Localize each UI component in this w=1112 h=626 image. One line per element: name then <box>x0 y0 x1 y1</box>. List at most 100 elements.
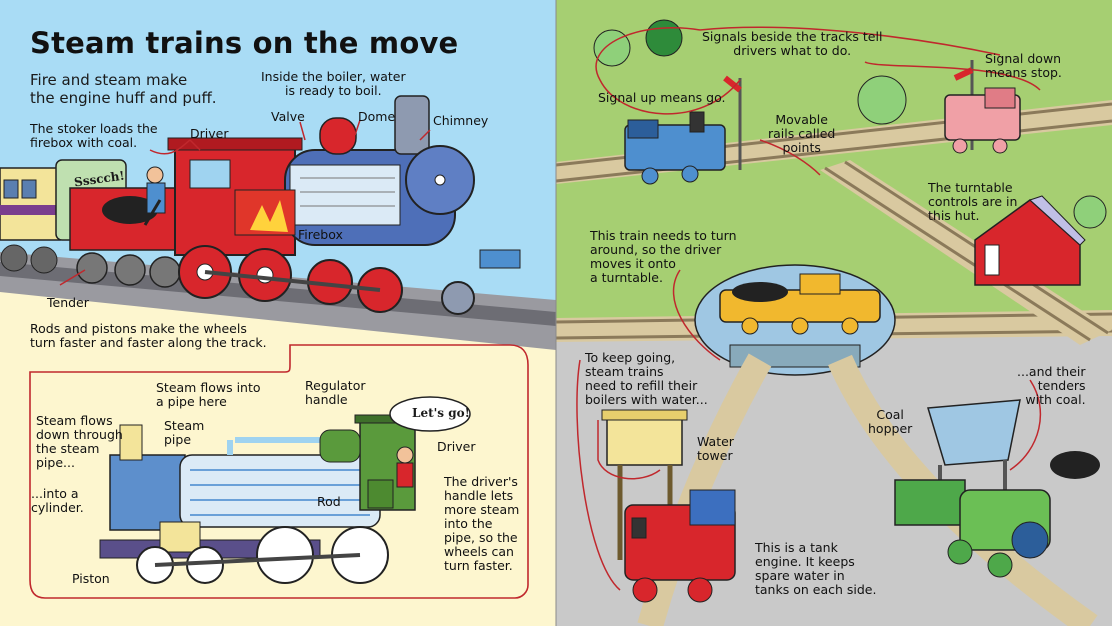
intro-text: Fire and steam make the engine huff and … <box>30 71 217 107</box>
red-engine <box>167 95 521 315</box>
label-line: turn faster. <box>444 558 513 573</box>
label-steam-flows-pipe: Steam flows into a pipe here <box>156 381 261 409</box>
label-line: rails called <box>768 126 836 141</box>
label-line: tower <box>697 448 733 463</box>
label-line: steam trains <box>585 364 664 379</box>
label-drivers-handle: The driver's handle lets more steam into… <box>444 475 519 573</box>
label-line: Movable <box>775 112 828 127</box>
label-points: Movable rails called points <box>768 113 835 155</box>
label-boiler: Inside the boiler, water is ready to boi… <box>261 70 406 98</box>
label-line: To keep going, <box>585 350 676 365</box>
label-line: This train needs to turn <box>590 228 737 243</box>
label-firebox: Firebox <box>298 227 343 242</box>
label-line: pipe <box>164 432 192 447</box>
label-line: into the <box>444 516 493 531</box>
speech-lets-go: Let's go! <box>412 406 470 420</box>
label-line: ...and their <box>1017 364 1086 379</box>
pink-engine <box>944 87 1021 154</box>
label-line: the steam <box>36 441 100 456</box>
label-rods: Rods and pistons make the wheels turn fa… <box>30 322 267 350</box>
label-line: This is a tank <box>755 540 838 555</box>
label-turn-around: This train needs to turn around, so the … <box>590 229 737 285</box>
green-engine <box>894 479 1051 578</box>
label-stoker: The stoker loads the firebox with coal. <box>30 122 158 150</box>
label-line: pipe, so the <box>444 530 518 545</box>
label-line: with coal. <box>1025 392 1086 407</box>
label-line: ...into a <box>31 486 79 501</box>
label-line: hopper <box>868 421 913 436</box>
label-steam-flows-down: Steam flows down through the steam pipe.… <box>36 414 123 470</box>
tender <box>55 159 191 288</box>
label-tender: Tender <box>47 295 89 310</box>
label-steam-pipe: Steam pipe <box>164 419 204 447</box>
label-line: handle <box>305 392 348 407</box>
label-line: Steam flows <box>36 413 113 428</box>
label-line: Rods and pistons make the wheels <box>30 321 247 336</box>
label-line: Steam flows into <box>156 380 261 395</box>
label-line: Steam <box>164 418 205 433</box>
label-line: a turntable. <box>590 270 663 285</box>
label-line: The stoker loads the <box>30 121 158 136</box>
label-line: tenders <box>1037 378 1086 393</box>
cutaway-engine <box>99 414 421 584</box>
label-signals-tell: Signals beside the tracks tell drivers w… <box>702 30 882 58</box>
label-line: wheels can <box>444 544 514 559</box>
label-water-tower: Water tower <box>697 435 734 463</box>
label-line: need to refill their <box>585 378 698 393</box>
label-line: means stop. <box>985 65 1062 80</box>
label-into-cylinder: ...into a cylinder. <box>31 487 84 515</box>
label-turntable-hut: The turntable controls are in this hut. <box>928 181 1017 223</box>
label-keep-going: To keep going, steam trains need to refi… <box>585 351 708 407</box>
label-signal-down: Signal down means stop. <box>985 52 1062 80</box>
label-line: Signal down <box>985 51 1062 66</box>
label-line: Inside the boiler, water <box>261 69 406 84</box>
label-driver-top: Driver <box>190 126 229 141</box>
label-line: moves it onto <box>590 256 676 271</box>
label-line: more steam <box>444 502 520 517</box>
label-line: The driver's <box>444 474 518 489</box>
label-line: Water <box>697 434 734 449</box>
label-tenders-coal: ...and their tenders with coal. <box>1017 365 1086 407</box>
label-signal-up: Signal up means go. <box>598 90 726 105</box>
label-line: around, so the driver <box>590 242 722 257</box>
yellow-engine <box>719 273 881 335</box>
label-line: is ready to boil. <box>285 83 382 98</box>
coal-hopper <box>927 399 1100 500</box>
label-line: firebox with coal. <box>30 135 138 150</box>
label-line: spare water in <box>755 568 845 583</box>
label-piston: Piston <box>72 571 110 586</box>
label-chimney: Chimney <box>433 113 489 128</box>
label-dome: Dome <box>358 109 396 124</box>
label-line: tanks on each side. <box>755 582 877 597</box>
label-line: Signals beside the tracks tell <box>702 29 883 44</box>
label-line: controls are in <box>928 194 1018 209</box>
coach <box>0 167 61 274</box>
label-line: handle lets <box>444 488 514 503</box>
page-title: Steam trains on the move <box>30 26 459 60</box>
label-line: engine. It keeps <box>755 554 855 569</box>
label-line: drivers what to do. <box>733 43 852 58</box>
label-line: pipe... <box>36 455 75 470</box>
label-coal-hopper: Coal hopper <box>868 408 912 436</box>
label-tank-engine: This is a tank engine. It keeps spare wa… <box>755 541 876 597</box>
blue-engine <box>624 111 726 185</box>
label-line: The turntable <box>928 180 1013 195</box>
label-line: turn faster and faster along the track. <box>30 335 267 350</box>
label-valve: Valve <box>271 109 305 124</box>
label-driver: Driver <box>437 439 476 454</box>
label-regulator: Regulator handle <box>305 379 366 407</box>
label-rod: Rod <box>317 494 341 509</box>
intro-line: the engine huff and puff. <box>30 89 217 107</box>
label-line: cylinder. <box>31 500 84 515</box>
label-line: Coal <box>876 407 904 422</box>
label-line: this hut. <box>928 208 980 223</box>
label-line: points <box>782 140 821 155</box>
intro-line: Fire and steam make <box>30 71 188 89</box>
turntable-hut <box>974 195 1086 286</box>
tank-engine <box>624 489 736 603</box>
label-line: boilers with water... <box>585 392 708 407</box>
label-line: a pipe here <box>156 394 227 409</box>
label-line: Regulator <box>305 378 366 393</box>
